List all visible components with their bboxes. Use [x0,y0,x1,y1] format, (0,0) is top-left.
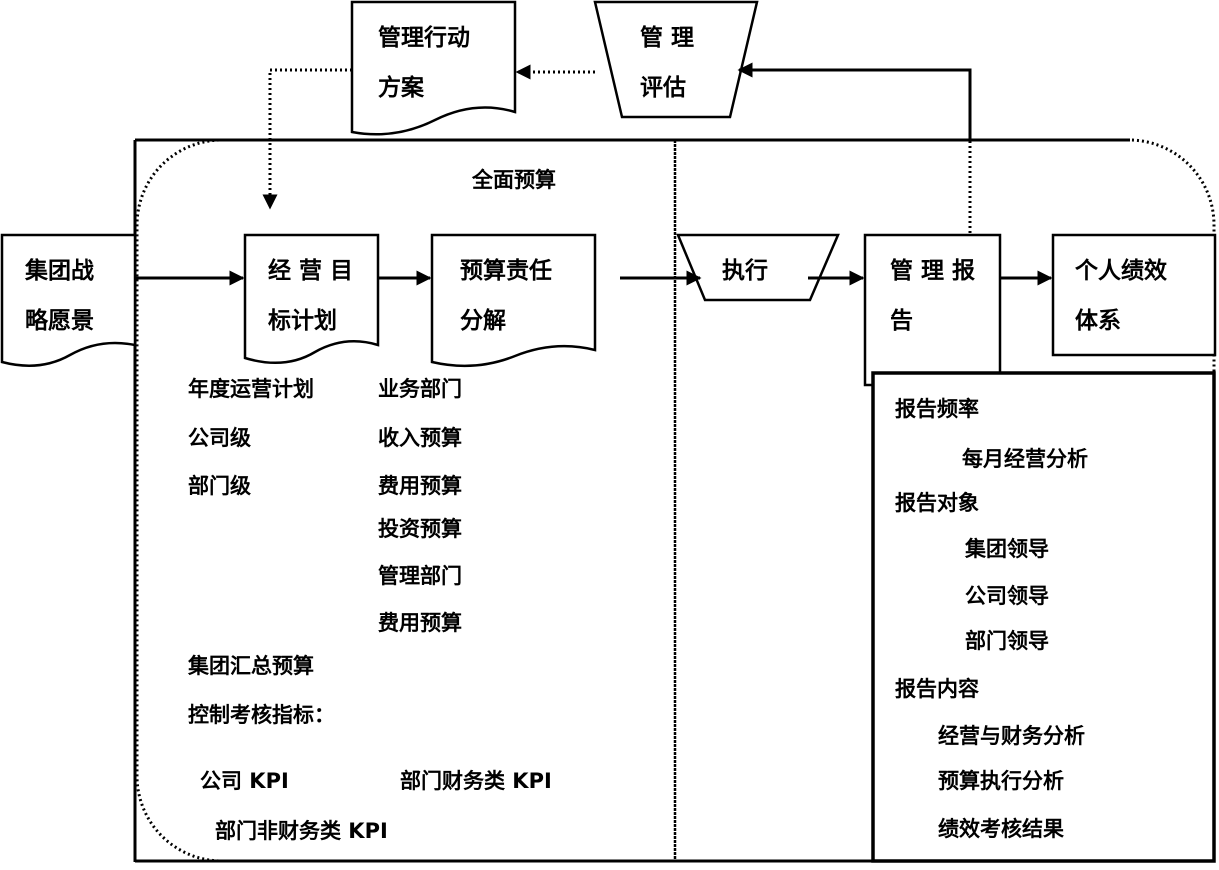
execution-label: 执行 [722,257,768,284]
report-audience-item: 部门领导 [965,629,1049,653]
targets-label-line1: 经 营 目 [268,257,353,284]
report-content-item: 经营与财务分析 [938,724,1085,748]
report-audience-label: 报告对象 [895,491,979,515]
targets-label-line2: 标计划 [268,308,337,334]
department-list-item: 费用预算 [378,474,462,498]
report-audience-item: 公司领导 [965,584,1049,608]
node-targets: 经 营 目 标计划 [243,233,380,364]
arrow-report-to-evaluation [737,62,972,140]
department-list-item: 业务部门 [378,377,462,401]
node-action-plan: 管理行动 方案 [350,0,517,136]
report-details-panel: 报告频率 每月经营分析 报告对象 集团领导 公司领导 部门领导 报告内容 经营与… [871,371,1216,863]
report-frequency-label: 报告频率 [895,397,979,421]
targets-document-shape [243,233,380,364]
planning-list-item: 公司级 [188,426,251,450]
evaluation-label-line2: 评估 [640,75,686,101]
report-content-item: 预算执行分析 [938,769,1064,793]
evaluation-trapezoid-shape [593,0,759,119]
report-content-item: 绩效考核结果 [938,817,1064,841]
planning-list-item: 部门级 [188,474,251,498]
report-content-label: 报告内容 [895,677,979,701]
consolidation-section: 集团汇总预算 控制考核指标： 公司 KPI 部门财务类 KPI 部门非财务类 K… [187,654,552,843]
budget-breakdown-label-line1: 预算责任 [460,257,552,284]
node-execution: 执行 [676,233,840,302]
kpi-dept-financial: 部门财务类 KPI [400,769,552,793]
connectors [135,62,1053,286]
planning-list: 年度运营计划 公司级 部门级 [188,377,314,498]
department-list-item: 收入预算 [378,426,462,450]
performance-label-line2: 体系 [1075,308,1121,334]
report-details-box [871,371,1216,863]
kpi-company: 公司 KPI [200,769,289,793]
planning-list-item: 年度运营计划 [188,377,314,401]
department-list-item: 投资预算 [378,517,462,541]
budget-breakdown-document-shape [430,233,597,368]
budget-breakdown-label-line2: 分解 [460,307,506,334]
vision-label-line1: 集团战 [24,257,94,284]
report-audience-item: 集团领导 [964,537,1049,561]
control-indicators-heading: 控制考核指标： [188,703,335,727]
action-plan-label-line1: 管理行动 [378,24,470,51]
evaluation-label-line1: 管 理 [640,24,694,51]
kpi-dept-nonfinancial: 部门非财务类 KPI [215,819,388,843]
report-label-line2: 告 [890,308,913,334]
department-list: 业务部门 收入预算 费用预算 投资预算 管理部门 费用预算 [378,377,462,635]
vision-label-line2: 略愿景 [25,307,94,334]
department-list-item: 管理部门 [378,564,462,588]
department-list-item: 费用预算 [378,611,462,635]
group-consolidated-budget: 集团汇总预算 [187,654,314,678]
node-performance: 个人绩效 体系 [1051,233,1217,357]
performance-box-shape [1051,233,1217,357]
vision-document-shape [0,233,137,367]
report-frequency-item: 每月经营分析 [962,447,1088,471]
node-budget-breakdown: 预算责任 分解 [430,233,597,368]
node-vision: 集团战 略愿景 [0,233,137,367]
budget-frame-title: 全面预算 [471,168,556,192]
performance-label-line1: 个人绩效 [1075,257,1167,284]
node-evaluation: 管 理 评估 [593,0,759,119]
node-report: 管 理 报 告 [863,233,1002,387]
arrow-action-plan-to-targets [262,68,352,210]
action-plan-label-line2: 方案 [378,74,425,101]
report-label-line1: 管 理 报 [890,257,975,284]
report-box-shape [863,233,1002,387]
action-plan-document-shape [350,0,517,136]
